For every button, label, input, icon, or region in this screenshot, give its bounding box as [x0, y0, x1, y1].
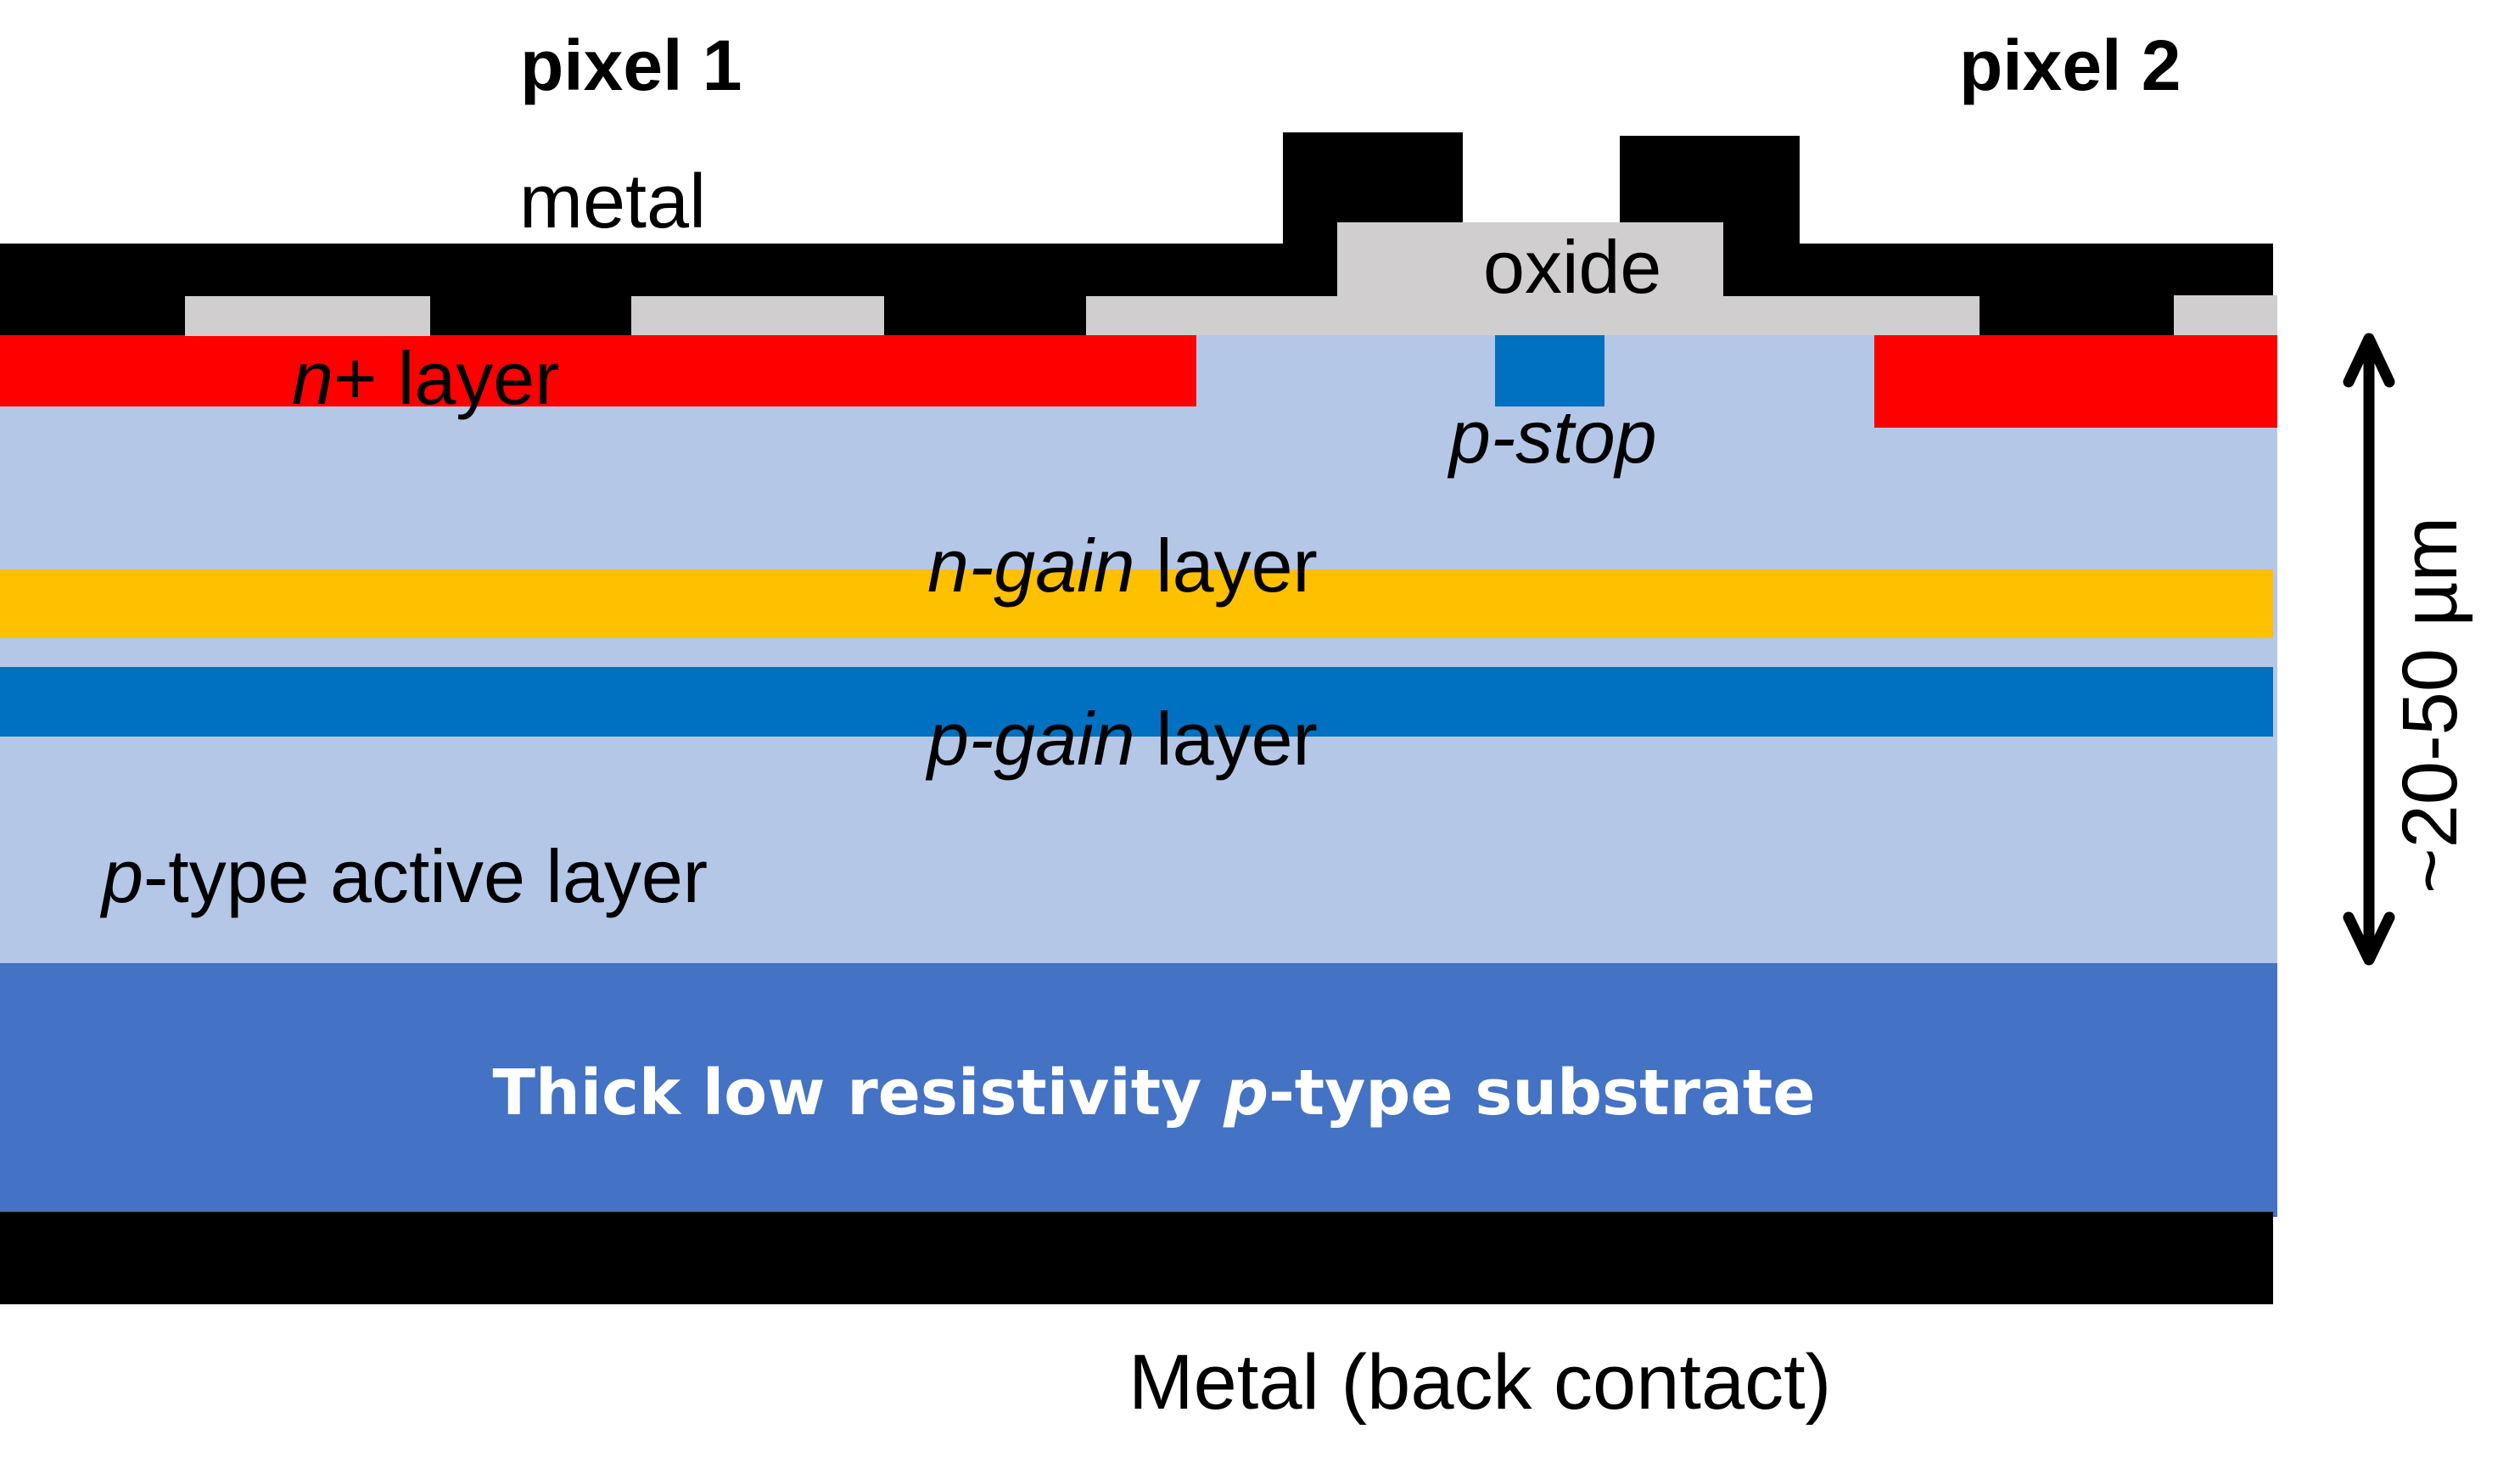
substrate-post: -type substrate	[1268, 1056, 1815, 1129]
p-stop-implant	[1495, 335, 1604, 406]
back-contact-label: Metal (back contact)	[1128, 1339, 1831, 1426]
n-gain-layer-label: n-gain layer	[927, 524, 1318, 608]
n-gain-rest: layer	[1135, 524, 1318, 608]
n-plus-rest: + layer	[333, 336, 560, 420]
thickness-label: ~20-50 µm	[2387, 517, 2473, 894]
oxide-label: oxide	[1483, 225, 1661, 309]
substrate-italic: p	[1223, 1056, 1268, 1129]
oxide-interpixel-raised	[1337, 222, 1723, 299]
p-gain-layer-label: p-gain layer	[925, 697, 1318, 781]
substrate-label: Thick low resistivity p-type substrate	[493, 1056, 1816, 1129]
n-gain-layer	[0, 569, 2273, 638]
n-plus-italic: n	[292, 336, 333, 420]
dimension-arrow-icon	[2343, 333, 2395, 966]
substrate-pre: Thick low resistivity	[493, 1056, 1224, 1129]
p-type-active-layer	[0, 335, 2277, 963]
p-type-rest: -type active layer	[143, 834, 708, 918]
metal-label: metal	[519, 160, 706, 244]
n-plus-implant-pixel1	[0, 335, 1196, 406]
pixel1-label: pixel 1	[520, 25, 742, 105]
oxide-pad-edge	[2174, 295, 2277, 335]
oxide-pad-2	[631, 296, 884, 335]
p-gain-italic: p-gain	[925, 697, 1135, 781]
back-contact-metal	[0, 1212, 2273, 1304]
n-plus-implant-pixel2	[1874, 335, 2277, 428]
p-stop-label: p-stop	[1447, 395, 1657, 479]
p-gain-rest: layer	[1135, 697, 1318, 781]
pixel2-label: pixel 2	[1959, 25, 2181, 105]
p-type-active-layer-label: p-type active layer	[99, 834, 708, 918]
n-gain-italic: n-gain	[927, 524, 1135, 608]
p-gain-layer	[0, 667, 2273, 737]
p-type-italic: p	[99, 834, 143, 918]
n-plus-layer-label: n+ layer	[292, 336, 560, 420]
substrate-layer	[0, 963, 2277, 1217]
oxide-pad-1	[185, 296, 430, 336]
oxide-interpixel-thin	[1086, 296, 1980, 335]
